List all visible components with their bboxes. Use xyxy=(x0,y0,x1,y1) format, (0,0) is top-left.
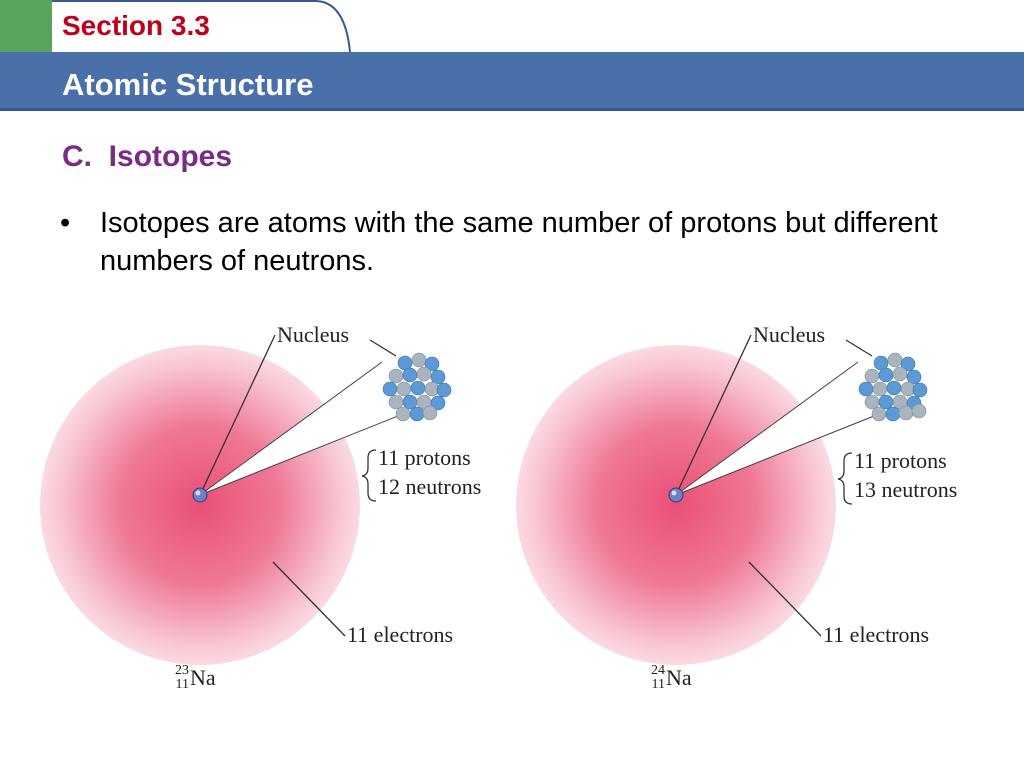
title-bar-edge xyxy=(0,108,1024,111)
protons-label: 11 protons xyxy=(378,445,471,470)
section-tab-shape xyxy=(52,0,351,53)
section-label: Section 3.3 xyxy=(62,10,210,41)
neutrons-label: 12 neutrons xyxy=(378,474,482,499)
atom-diagram xyxy=(668,334,928,637)
atom-diagram xyxy=(192,334,452,637)
nucleus-label: Nucleus xyxy=(277,322,350,347)
isotope-symbol: 24 11 Na xyxy=(651,664,692,692)
electrons-label: 11 electrons xyxy=(347,622,454,647)
element-symbol: Na xyxy=(190,665,216,690)
slide-title: Atomic Structure xyxy=(62,67,314,102)
mass-number: 23 xyxy=(175,663,189,678)
section-color-tab xyxy=(0,0,52,52)
element-symbol: Na xyxy=(666,665,692,690)
neutrons-label: 13 neutrons xyxy=(854,477,958,502)
nucleus-icon xyxy=(382,352,452,422)
protons-label: 11 protons xyxy=(854,448,947,473)
nucleus-label: Nucleus xyxy=(753,322,826,347)
atomic-number: 11 xyxy=(651,677,665,692)
sodium-24-atom-figure: Nucleus 11 protons 13 neutrons 11 electr… xyxy=(506,300,1006,720)
bullet-text: Isotopes are atoms with the same number … xyxy=(100,207,938,277)
atomic-number: 11 xyxy=(175,677,189,692)
bullet-point: • Isotopes are atoms with the same numbe… xyxy=(60,204,980,280)
topic-heading: C. Isotopes xyxy=(62,140,233,173)
bullet-marker: • xyxy=(60,207,71,239)
electron-cloud xyxy=(516,345,836,665)
mass-number: 24 xyxy=(651,663,665,678)
nucleus-icon xyxy=(858,352,928,422)
electron-cloud xyxy=(40,345,360,665)
title-bar xyxy=(0,52,1024,110)
electrons-label: 11 electrons xyxy=(823,622,930,647)
sodium-23-atom-figure: Nucleus 11 protons 12 neutrons 11 electr… xyxy=(30,300,530,720)
isotope-symbol: 23 11 Na xyxy=(175,664,216,692)
